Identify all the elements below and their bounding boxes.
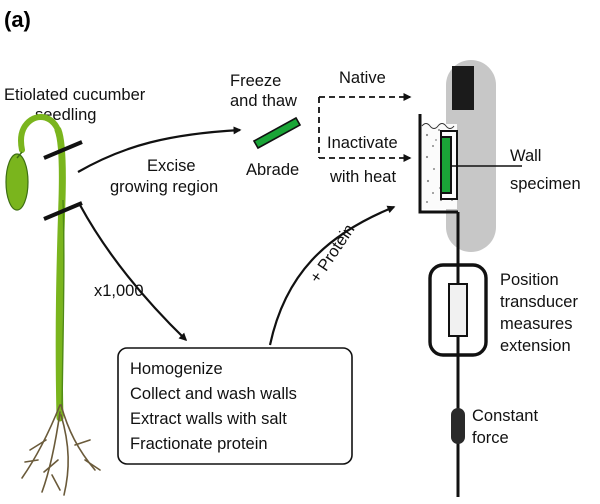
transducer-core (448, 283, 468, 337)
protein-label: + Protein (306, 221, 358, 286)
step-homogenize: Homogenize (130, 360, 223, 378)
homogenize-arrow (79, 204, 188, 342)
cuvette (418, 114, 458, 214)
cucumber-seedling-illustration (5, 114, 101, 496)
constant-label-line1: Constant (472, 407, 538, 425)
constant-label-line2: force (472, 429, 509, 447)
position-label-line3: measures (500, 315, 572, 333)
inactivate-label-line2: with heat (329, 168, 396, 186)
freeze-label-line2: and thaw (230, 92, 297, 110)
abrade-label: Abrade (246, 161, 299, 179)
position-label-line4: extension (500, 337, 571, 355)
position-label-line2: transducer (500, 293, 578, 311)
freeze-label-line1: Freeze (230, 72, 281, 90)
wall-label-line1: Wall (510, 147, 541, 165)
specimen-holder (440, 130, 458, 200)
excise-label-line2: growing region (110, 178, 218, 196)
step-extract-salt: Extract walls with salt (130, 410, 287, 428)
wall-strip (252, 116, 302, 150)
seedling-label-line1: Etiolated cucumber (4, 86, 146, 104)
upper-clamp (452, 66, 474, 110)
extensometer (418, 60, 496, 497)
inactivate-label-line1: Inactivate (327, 134, 398, 152)
wall-specimen (440, 136, 452, 194)
multiplier-label: x1,000 (94, 282, 144, 300)
protocol-box (117, 347, 353, 465)
native-label: Native (339, 69, 386, 87)
wall-label-line2: specimen (510, 175, 581, 193)
protein-arrow (268, 205, 396, 346)
excise-label-line1: Excise (147, 157, 196, 175)
excise-arrow (77, 126, 242, 173)
step-collect-wash: Collect and wash walls (130, 385, 297, 403)
constant-force-weight (451, 408, 465, 444)
position-label-line1: Position (500, 271, 559, 289)
step-fractionate: Fractionate protein (130, 435, 268, 453)
panel-label: (a) (4, 7, 31, 32)
